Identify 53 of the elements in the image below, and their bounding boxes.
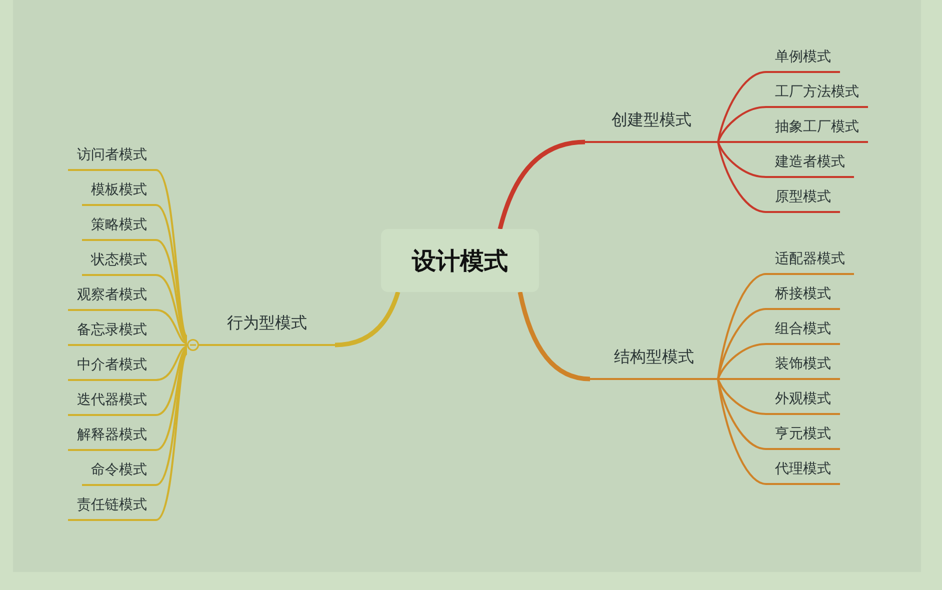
subtopic-label: 组合模式 bbox=[766, 319, 840, 345]
subtopic-label: 适配器模式 bbox=[766, 249, 854, 275]
connector-line bbox=[718, 141, 766, 143]
subtopic-label: 责任链模式 bbox=[68, 495, 156, 521]
subtopic-label: 访问者模式 bbox=[68, 145, 156, 171]
main-topic-label: 创建型模式 bbox=[585, 109, 718, 143]
subtopic-label: 外观模式 bbox=[766, 389, 840, 415]
connector-line bbox=[717, 71, 766, 142]
connector-line bbox=[156, 274, 188, 342]
connector-line bbox=[717, 308, 766, 380]
main-topic-label: 行为型模式 bbox=[226, 312, 308, 334]
connector-line bbox=[717, 343, 766, 380]
connector-line bbox=[717, 378, 766, 450]
connector-line bbox=[717, 378, 766, 415]
connector-line bbox=[156, 239, 188, 341]
connector-line bbox=[156, 346, 188, 381]
subtopic-label: 建造者模式 bbox=[766, 152, 854, 178]
connector-line bbox=[718, 378, 766, 380]
main-topic-label: 结构型模式 bbox=[590, 346, 718, 380]
subtopic-label: 迭代器模式 bbox=[68, 390, 156, 416]
branch-curve bbox=[334, 291, 400, 348]
subtopic-label: 代理模式 bbox=[766, 459, 840, 485]
subtopic-label: 桥接模式 bbox=[766, 284, 840, 310]
subtopic-label: 抽象工厂模式 bbox=[766, 117, 868, 143]
branch-curve bbox=[498, 140, 586, 230]
connector-line bbox=[717, 106, 766, 142]
connector-line bbox=[156, 348, 188, 416]
subtopic-label: 状态模式 bbox=[82, 250, 156, 276]
connector-line bbox=[717, 378, 766, 485]
subtopic-label: 观察者模式 bbox=[68, 285, 156, 311]
central-topic-box: 设计模式 bbox=[381, 229, 539, 292]
subtopic-label: 模板模式 bbox=[82, 180, 156, 206]
connector-line bbox=[156, 344, 187, 346]
subtopic-label: 装饰模式 bbox=[766, 354, 840, 380]
subtopic-label: 单例模式 bbox=[766, 47, 840, 73]
subtopic-label: 亨元模式 bbox=[766, 424, 840, 450]
subtopic-label: 解释器模式 bbox=[68, 425, 156, 451]
connector-line bbox=[156, 309, 188, 344]
connector-line bbox=[155, 169, 188, 337]
subtopic-label: 原型模式 bbox=[766, 187, 840, 213]
connector-line bbox=[156, 204, 188, 339]
subtopic-label: 命令模式 bbox=[82, 460, 156, 486]
connector-line bbox=[155, 353, 188, 521]
branch-curve bbox=[518, 292, 590, 382]
subtopic-label: 策略模式 bbox=[82, 215, 156, 241]
connector-line bbox=[156, 349, 188, 451]
connector-line bbox=[717, 142, 766, 178]
subtopic-label: 工厂方法模式 bbox=[766, 82, 868, 108]
connector-line bbox=[156, 351, 188, 486]
connector-line bbox=[717, 273, 766, 380]
subtopic-label: 备忘录模式 bbox=[68, 320, 156, 346]
connector-line bbox=[717, 142, 766, 213]
subtopic-label: 中介者模式 bbox=[68, 355, 156, 381]
